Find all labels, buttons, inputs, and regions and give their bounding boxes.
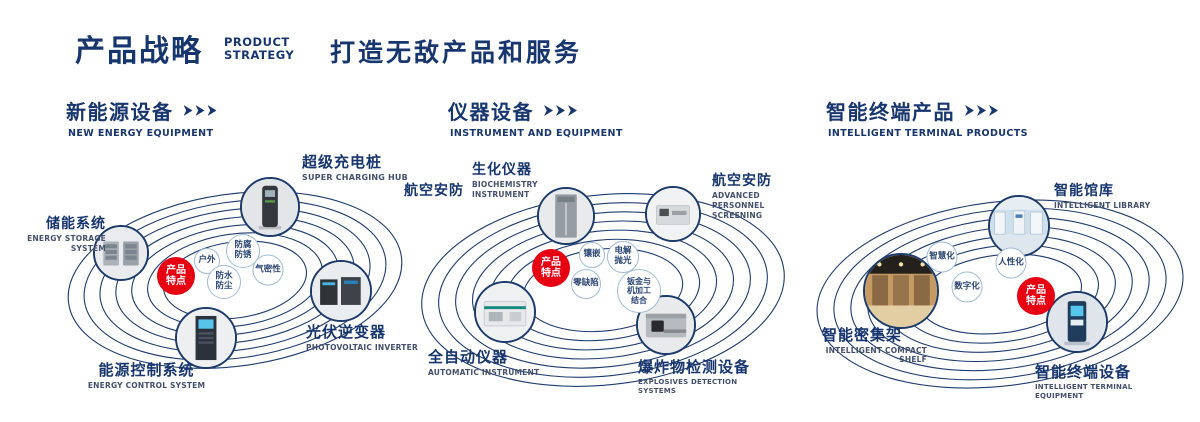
- product-name: 超级充电桩: [302, 153, 383, 171]
- feature-bubble-label: 户外: [198, 255, 216, 266]
- super-charging-hub-photo: [240, 177, 300, 237]
- product-name: 生化仪器: [472, 162, 532, 178]
- triple-arrow-icon: [544, 105, 580, 116]
- feature-badge-label: 产品特点: [541, 256, 561, 280]
- feature-badge: 产品特点: [157, 257, 195, 295]
- section-subtitle-instrument: INSTRUMENT AND EQUIPMENT: [450, 128, 623, 139]
- intelligent-terminal-image: [1048, 293, 1106, 351]
- feature-bubble-label: 智慧化: [929, 251, 955, 262]
- product-name: 航空安防: [712, 173, 772, 189]
- feature-bubble: 智慧化: [926, 241, 958, 273]
- intelligent-library-image: [990, 197, 1048, 255]
- personnel-screening-image: [647, 188, 699, 240]
- automatic-instrument-photo: [474, 281, 536, 343]
- feature-bubble: 钣金与机加工结合: [617, 269, 661, 313]
- intelligent-terminal-photo: [1046, 291, 1108, 353]
- feature-bubble-label: 电解抛光: [614, 246, 632, 266]
- feature-bubble-label: 数字化: [954, 281, 980, 292]
- product-name-en: SUPER CHARGING HUB: [302, 172, 408, 182]
- product-name-en: ADVANCED PERSONNEL SCREENING: [712, 191, 765, 220]
- feature-badge: 产品特点: [532, 249, 570, 287]
- feature-bubble: 零缺陷: [571, 269, 601, 299]
- section-subtitle-intelligent: INTELLIGENT TERMINAL PRODUCTS: [828, 128, 1028, 139]
- intelligent-compact-shelf-photo: [863, 253, 939, 329]
- product-name: 全自动仪器: [428, 348, 509, 366]
- feature-bubble-label: 镶嵌: [583, 249, 601, 260]
- energy-control-image: [177, 309, 235, 367]
- energy-storage-image: [95, 227, 147, 279]
- energy-storage-photo: [93, 225, 149, 281]
- product-label-explosives-detection: 爆炸物检测设备 EXPLOSIVES DETECTION SYSTEMS: [638, 359, 778, 396]
- product-name-en: EXPLOSIVES DETECTION SYSTEMS: [638, 377, 738, 395]
- product-name: 智能终端设备: [1035, 363, 1132, 381]
- page-slogan: 打造无敌产品和服务: [330, 38, 583, 67]
- product-name: 能源控制系统: [98, 361, 195, 379]
- label-aviation-security: 航空安防: [404, 183, 464, 199]
- feature-bubble-label: 防腐防锈: [234, 240, 252, 260]
- page-title-en: PRODUCT STRATEGY: [224, 36, 294, 61]
- section-header-instrument: 仪器设备: [448, 96, 580, 125]
- triple-arrow-icon: [183, 105, 220, 116]
- feature-badge: 产品特点: [1017, 277, 1055, 315]
- biochemistry-instrument-photo: [537, 187, 595, 245]
- product-name: 储能系统: [46, 216, 106, 232]
- feature-badge-label: 产品特点: [166, 264, 186, 288]
- feature-bubble-label: 气密性: [255, 264, 281, 275]
- pv-inverter-photo: [310, 260, 372, 322]
- pv-inverter-image: [312, 262, 370, 320]
- explosives-detection-image: [638, 297, 694, 353]
- product-name-en: BIOCHEMISTRY INSTRUMENT: [472, 180, 538, 200]
- feature-bubble: 气密性: [252, 254, 284, 286]
- feature-badge-label: 产品特点: [1026, 284, 1046, 308]
- energy-control-photo: [175, 307, 237, 369]
- feature-bubble: 人性化: [995, 247, 1027, 279]
- product-name-en: AUTOMATIC INSTRUMENT: [428, 367, 540, 377]
- product-label-personnel-screening: 航空安防 ADVANCED PERSONNEL SCREENING: [712, 173, 812, 221]
- feature-bubble-label: 防水防尘: [215, 271, 233, 291]
- product-name-en: ENERGY STORAGE SYSTEM: [27, 234, 106, 254]
- product-name-en: ENERGY CONTROL SYSTEM: [87, 380, 206, 390]
- product-name: 智能馆库: [1054, 183, 1114, 199]
- section-title-new-energy: 新能源设备: [66, 100, 174, 124]
- feature-bubble: 数字化: [951, 271, 983, 303]
- product-label-super-charging-hub: 超级充电桩 SUPER CHARGING HUB: [302, 154, 417, 183]
- product-label-energy-control: 能源控制系统 ENERGY CONTROL SYSTEM: [84, 362, 209, 390]
- super-charging-hub-image: [242, 179, 298, 235]
- triple-arrow-icon: [965, 105, 1001, 116]
- feature-bubble: 防水防尘: [207, 265, 241, 299]
- feature-bubble: 镶嵌: [579, 242, 605, 268]
- section-title-intelligent: 智能终端产品: [826, 100, 955, 124]
- product-label-compact-shelf: 智能密集架 INTELLIGENT COMPACT SHELF: [822, 327, 927, 365]
- product-label-automatic-instrument: 全自动仪器 AUTOMATIC INSTRUMENT: [428, 349, 553, 377]
- product-name: 爆炸物检测设备: [638, 358, 751, 376]
- product-label-energy-storage: 储能系统 ENERGY STORAGE SYSTEM: [18, 216, 106, 254]
- section-header-intelligent: 智能终端产品: [826, 96, 1001, 125]
- product-name-en: INTELLIGENT LIBRARY: [1054, 201, 1151, 211]
- product-name-en: PHOTOVOLTAIC INVERTER: [306, 342, 418, 352]
- page-title-en-line1: PRODUCT: [224, 35, 290, 49]
- section-title-instrument: 仪器设备: [448, 100, 534, 124]
- feature-bubble-label: 人性化: [998, 257, 1024, 268]
- product-label-pv-inverter: 光伏逆变器 PHOTOVOLTAIC INVERTER: [306, 324, 421, 352]
- product-label-intelligent-terminal: 智能终端设备 INTELLIGENT TERMINAL EQUIPMENT: [1035, 364, 1180, 401]
- page-title-en-line2: STRATEGY: [224, 47, 295, 62]
- automatic-instrument-image: [476, 283, 534, 341]
- biochemistry-instrument-image: [539, 189, 593, 243]
- section-subtitle-new-energy: NEW ENERGY EQUIPMENT: [68, 128, 214, 139]
- intelligent-compact-shelf-image: [865, 255, 937, 327]
- intelligent-library-photo: [988, 195, 1050, 257]
- page-title: 产品战略: [75, 34, 203, 69]
- feature-bubble-label: 钣金与机加工结合: [627, 277, 651, 305]
- personnel-screening-photo: [645, 186, 701, 242]
- section-header-new-energy: 新能源设备: [66, 96, 220, 125]
- feature-bubble: 电解抛光: [607, 241, 639, 273]
- product-name: 光伏逆变器: [306, 323, 387, 341]
- feature-bubble-label: 零缺陷: [573, 278, 599, 289]
- product-name-en: INTELLIGENT TERMINAL EQUIPMENT: [1035, 382, 1133, 400]
- product-label-biochemistry: 生化仪器 BIOCHEMISTRY INSTRUMENT: [472, 162, 567, 200]
- product-name-en: INTELLIGENT COMPACT SHELF: [825, 345, 927, 365]
- product-name: 智能密集架: [822, 326, 903, 344]
- product-label-intelligent-library: 智能馆库 INTELLIGENT LIBRARY: [1054, 183, 1164, 211]
